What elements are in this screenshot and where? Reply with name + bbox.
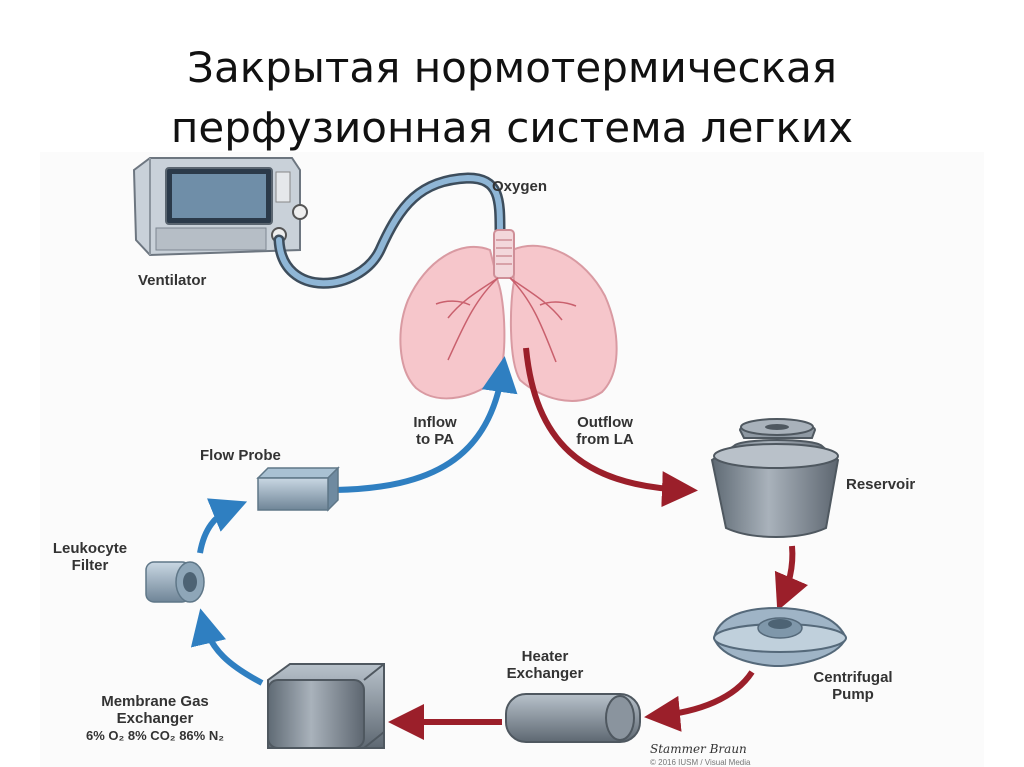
outflow-label-line-2: from LA <box>576 431 634 448</box>
flow-probe-device <box>256 466 340 512</box>
inflow-arrow <box>334 356 518 493</box>
heater-exchanger-label-line-2: Exchanger <box>506 665 584 682</box>
membrane-gas-exchanger-label-line-1: Membrane Gas <box>101 693 209 710</box>
leukocyte-filter-label-line-2: Filter <box>71 557 109 574</box>
membrane-gas-exchanger-device <box>267 663 385 749</box>
gas-mix-label: 6% O₂ 8% CO₂ 86% N₂ <box>86 728 224 743</box>
leukocyte-filter-label-line-1: Leukocyte <box>52 540 128 557</box>
slide-title: Закрытая нормотермическая перфузионная с… <box>0 38 1024 158</box>
lungs <box>399 229 618 402</box>
perfusion-diagram <box>40 152 984 767</box>
image-credit: © 2016 IUSM / Visual Media <box>650 758 751 767</box>
heater-exchanger-label-line-1: Heater <box>521 648 569 665</box>
title-line-2: перфузионная система легких <box>170 103 854 152</box>
inflow-label: Inflow to PA <box>395 414 475 448</box>
inflow-label-line-1: Inflow <box>413 414 457 431</box>
reservoir-label: Reservoir <box>846 476 916 493</box>
pump-to-heater-arrow <box>644 670 755 732</box>
heater-exchanger-device <box>505 693 641 743</box>
outflow-label-line-1: Outflow <box>577 414 633 431</box>
outflow-arrow <box>523 347 698 508</box>
outflow-label: Outflow from LA <box>560 414 650 448</box>
filter-to-probe-arrow <box>197 498 248 554</box>
reservoir-device <box>710 418 840 538</box>
centrifugal-pump-label: Centrifugal Pump <box>798 669 908 703</box>
reservoir-to-pump-arrow <box>774 545 808 612</box>
title-line-1: Закрытая нормотермическая <box>187 43 837 92</box>
centrifugal-pump-label-line-1: Centrifugal <box>813 669 893 686</box>
exchanger-to-filter-arrow <box>190 608 264 686</box>
leukocyte-filter-device <box>145 561 205 603</box>
ventilator-label: Ventilator <box>138 272 207 289</box>
flow-probe-label: Flow Probe <box>200 447 281 464</box>
heater-exchanger-label: Heater Exchanger <box>480 648 610 682</box>
membrane-gas-exchanger-label-line-2: Exchanger <box>116 710 194 727</box>
centrifugal-pump-label-line-2: Pump <box>832 686 874 703</box>
illustrator-signature: Stammer Braun <box>650 742 747 756</box>
leukocyte-filter-label: Leukocyte Filter <box>44 540 136 574</box>
membrane-gas-exchanger-label: Membrane Gas Exchanger 6% O₂ 8% CO₂ 86% … <box>60 693 250 744</box>
ventilator-device <box>132 157 308 257</box>
inflow-label-line-2: to PA <box>415 431 455 448</box>
oxygen-label: Oxygen <box>492 178 548 195</box>
centrifugal-pump-device <box>712 606 848 668</box>
